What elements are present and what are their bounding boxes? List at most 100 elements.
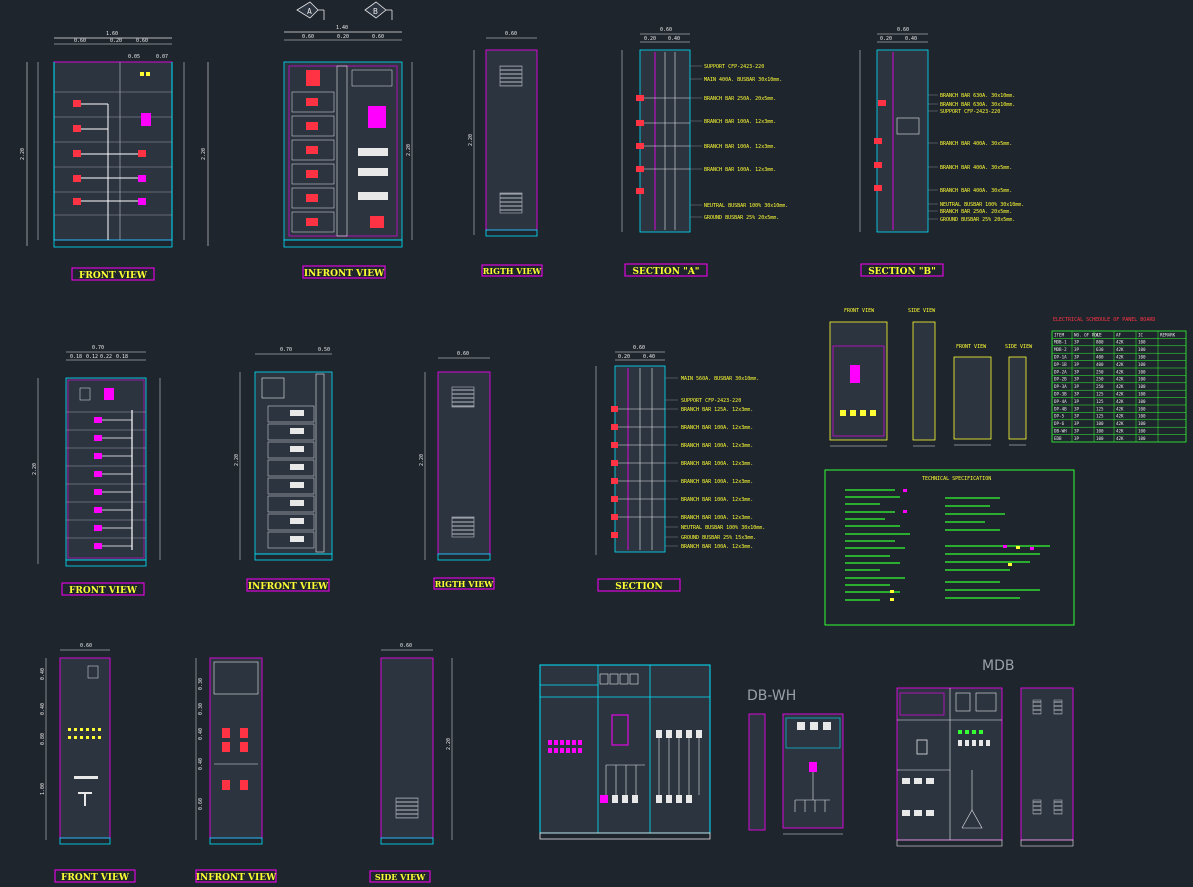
schedule-cell: 100 [1096,429,1104,434]
side-view-3: 0.60 2.20 [380,643,453,845]
svg-text:0.30: 0.30 [198,703,204,715]
schedule-cell: MDB-1 [1054,340,1067,345]
svg-text:BRANCH BAR 100A. 12x3mm.: BRANCH BAR 100A. 12x3mm. [681,425,753,431]
svg-text:0.40: 0.40 [668,36,680,42]
svg-text:BRANCH BAR 400A. 30x5mm.: BRANCH BAR 400A. 30x5mm. [940,165,1012,171]
vent-bottom [451,516,475,538]
svg-text:A: A [307,7,312,16]
svg-text:BRANCH BAR 100A. 12x3mm.: BRANCH BAR 100A. 12x3mm. [681,497,753,503]
svg-text:0.60: 0.60 [302,34,314,40]
svg-text:0.40: 0.40 [40,703,46,715]
schedule-cell: 100 [1138,377,1146,382]
dim-width: 1.40 [336,25,348,31]
dim-w1: 0.60 [74,38,86,44]
right-view-2: 0.60 2.20 [419,351,491,561]
svg-text:0.20: 0.20 [880,36,892,42]
svg-text:0.40: 0.40 [198,728,204,740]
svg-text:0.60: 0.60 [633,345,645,351]
schedule-cell: 250 [1096,377,1104,382]
svg-text:2.20: 2.20 [32,463,38,475]
schedule-cell: 3P [1074,347,1080,352]
svg-text:0.18: 0.18 [116,354,128,360]
schedule-cell: 42K [1116,414,1124,419]
svg-text:0.40: 0.40 [40,668,46,680]
schedule-cell: 42K [1116,384,1124,389]
schedule-cell: 3P [1074,429,1080,434]
schedule-cell: DP-1B [1054,362,1067,367]
dim-w4: 0.05 [128,54,140,60]
schedule-cell: 42K [1116,406,1124,411]
svg-text:0.60: 0.60 [505,31,517,37]
infront-view-2: 0.70 0.50 2.20 [234,347,333,561]
svg-text:BRANCH BAR 100A. 12x3mm.: BRANCH BAR 100A. 12x3mm. [681,443,753,449]
switchboard-assembly [539,664,711,840]
front-view-1: 1.60 0.60 0.20 0.60 0.05 0.07 2.20 2.20 [20,31,209,248]
svg-text:BRANCH BAR 100A. 12x3mm.: BRANCH BAR 100A. 12x3mm. [681,544,753,550]
schedule-cell: 100 [1138,436,1146,441]
cabinet-body [53,61,173,241]
schedule-cell: 42K [1116,362,1124,367]
section-b: 0.60 0.20 0.40 BRANCH BAR 630A. 30x10mm.… [859,27,1024,233]
svg-text:0.60: 0.60 [660,27,672,33]
schedule-cell: MDB-2 [1054,347,1067,352]
svg-text:BRANCH BAR 250A. 20x5mm.: BRANCH BAR 250A. 20x5mm. [704,96,776,102]
dim-w5: 0.07 [156,54,168,60]
svg-text:SUPPORT CFP-2423-220: SUPPORT CFP-2423-220 [940,109,1000,115]
svg-text:0.70: 0.70 [92,345,104,351]
svg-text:SUPPORT CFP-2423-220: SUPPORT CFP-2423-220 [704,64,764,70]
right-view-1: 0.60 2.20 [468,31,538,237]
svg-text:GROUND BUSBAR 25% 20x5mm.: GROUND BUSBAR 25% 20x5mm. [940,217,1015,223]
svg-text:GROUND BUSBAR 25% 20x5mm.: GROUND BUSBAR 25% 20x5mm. [704,215,779,221]
caption-section-a: SECTION "A" [633,267,700,277]
schedule-cell: 42K [1116,429,1124,434]
schedule-cell: 3P [1074,340,1080,345]
schedule-title: ELECTRICAL SCHEDULE OF PANEL BOARD [1053,317,1155,323]
schedule-cell: 400 [1096,362,1104,367]
caption-infront-view-3: INFRONT VIEW [196,873,277,883]
schedule-border [1051,330,1187,443]
caption-infront-view-1: INFRONT VIEW [304,269,385,279]
schedule-cell: 3P [1074,355,1080,360]
caption-section-b: SECTION "B" [868,267,936,277]
svg-text:0.20: 0.20 [337,34,349,40]
schedule-cell: 42K [1116,377,1124,382]
schedule-header-cell: REMARK [1160,332,1176,337]
svg-text:BRANCH BAR 630A. 30x10mm.: BRANCH BAR 630A. 30x10mm. [940,102,1015,108]
schedule-cell: DP-3B [1054,392,1067,397]
caption-front-view-2: FRONT VIEW [69,586,138,596]
svg-text:MAIN 560A. BUSBAR 30x10mm.: MAIN 560A. BUSBAR 30x10mm. [681,376,759,382]
svg-text:GROUND BUSBAR 25% 15x3mm.: GROUND BUSBAR 25% 15x3mm. [681,535,756,541]
schedule-cell: 125 [1096,392,1104,397]
schedule-cell: DP-1A [1054,355,1067,360]
schedule-cell: 100 [1138,347,1146,352]
schedule-cell: 3P [1074,436,1080,441]
schedule-cell: 42K [1116,355,1124,360]
svg-text:BRANCH BAR 125A. 12x3mm.: BRANCH BAR 125A. 12x3mm. [681,407,753,413]
mdb: MDB [896,658,1074,847]
svg-text:NEUTRAL BUSBAR 100% 30x10mm.: NEUTRAL BUSBAR 100% 30x10mm. [940,202,1024,208]
schedule-header-cell: AF [1116,332,1122,337]
svg-text:0.60: 0.60 [372,34,384,40]
svg-text:0.12: 0.12 [86,354,98,360]
schedule-header-cell: ITEM [1054,332,1065,337]
schedule-cell: DB-WH [1054,429,1067,434]
schedule-cell: 100 [1138,355,1146,360]
schedule-header-cell: IC [1138,332,1144,337]
svg-text:BRANCH BAR 100A. 12x3mm.: BRANCH BAR 100A. 12x3mm. [704,144,776,150]
svg-text:0.18: 0.18 [70,354,82,360]
technical-specification: TECHNICAL SPECIFICATION [824,469,1075,626]
svg-text:BRANCH BAR 100A. 12x3mm.: BRANCH BAR 100A. 12x3mm. [704,119,776,125]
svg-text:B: B [373,7,378,16]
svg-text:BRANCH BAR 100A. 12x3mm.: BRANCH BAR 100A. 12x3mm. [681,515,753,521]
schedule-cell: 42K [1116,392,1124,397]
svg-text:2.20: 2.20 [468,134,474,146]
svg-text:0.60: 0.60 [80,643,92,649]
db-wh: DB-WH [747,688,844,835]
schedule-cell: 800 [1096,340,1104,345]
schedule-cell: DP-3A [1054,384,1067,389]
schedule-cell: DP-5 [1054,414,1065,419]
svg-text:0.60: 0.60 [457,351,469,357]
schedule-cell: 630 [1096,347,1104,352]
schedule-cell: 100 [1096,436,1104,441]
